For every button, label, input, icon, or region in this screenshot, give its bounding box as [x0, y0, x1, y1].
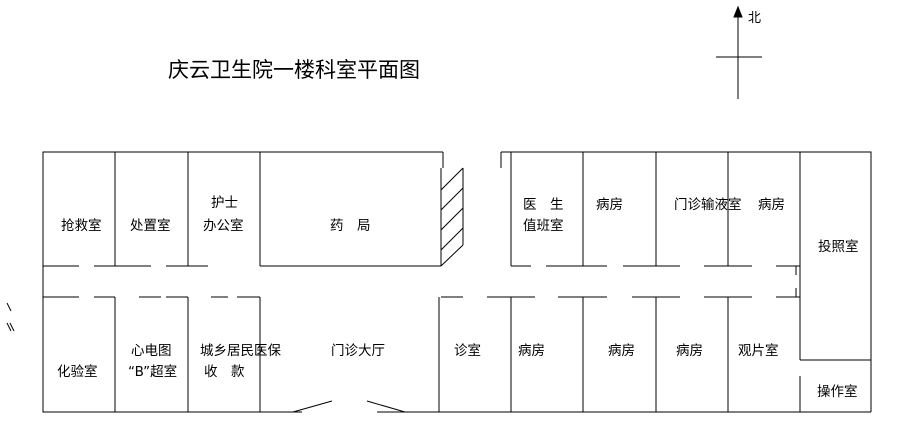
room-operation: 操作室 [817, 383, 858, 400]
room-lab: 化验室 [57, 363, 98, 380]
room-ward-north-1: 病房 [596, 197, 623, 213]
room-nurse-office-line1: 护士 [211, 195, 238, 211]
south-partitions [114, 297, 871, 412]
room-treatment: 处置室 [130, 217, 171, 234]
room-radiography: 投照室 [818, 238, 859, 255]
room-lobby: 门诊大厅 [331, 343, 385, 359]
north-label: 北 [748, 11, 761, 26]
room-outpatient-infusion: 门诊输液室 [674, 196, 742, 213]
room-ward-south-3: 病房 [676, 343, 703, 359]
room-film-viewing: 观片室 [738, 342, 779, 359]
margin-marks [6, 302, 15, 332]
room-nurse-office-line2: 办公室 [203, 217, 244, 234]
plan-title: 庆云卫生院一楼科室平面图 [168, 58, 420, 82]
room-insurance-line1: 城乡居民医保 [200, 343, 281, 359]
room-ward-south-2: 病房 [608, 343, 635, 359]
room-ecg-line1: 心电图 [131, 343, 172, 359]
room-ward-north-2: 病房 [758, 197, 785, 213]
room-clinic: 诊室 [454, 342, 481, 359]
room-rescue: 抢救室 [61, 217, 102, 234]
room-insurance-line2: 收 款 [204, 364, 245, 380]
stairs [440, 152, 502, 267]
room-pharmacy: 药 局 [330, 218, 371, 234]
room-doctor-duty-line2: 值班室 [523, 217, 564, 234]
north-partitions [114, 152, 801, 360]
lobby-entrance [292, 400, 406, 413]
outer-walls [42, 151, 872, 413]
room-ecg-line2: “B”超室 [128, 363, 177, 380]
room-doctor-duty-line1: 医 生 [523, 197, 564, 213]
room-ward-south-1: 病房 [518, 343, 545, 359]
north-arrow-icon [716, 5, 762, 99]
